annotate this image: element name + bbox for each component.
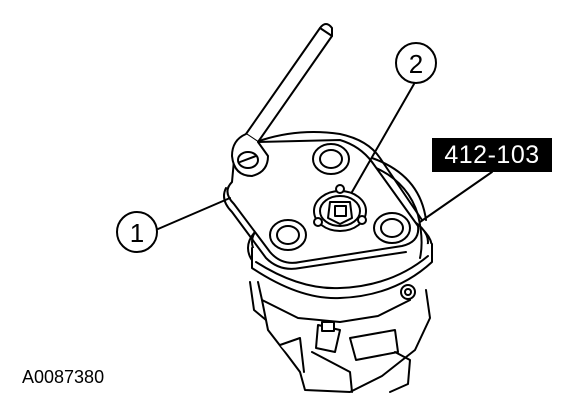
- callout-2-marker: 2: [395, 42, 437, 84]
- figure-id: A0087380: [22, 367, 105, 387]
- callout-2-number: 2: [409, 49, 423, 79]
- wrench-handle: [231, 23, 333, 177]
- tool-number-label: 412-103: [432, 138, 552, 172]
- callout-leader-lines: [157, 83, 493, 230]
- center-hub-nut: [313, 184, 367, 232]
- callout-1-marker: 1: [116, 211, 158, 253]
- compressor-body: [249, 281, 431, 393]
- callout-1-number: 1: [130, 218, 144, 248]
- plate-bolt-holes: [269, 143, 411, 251]
